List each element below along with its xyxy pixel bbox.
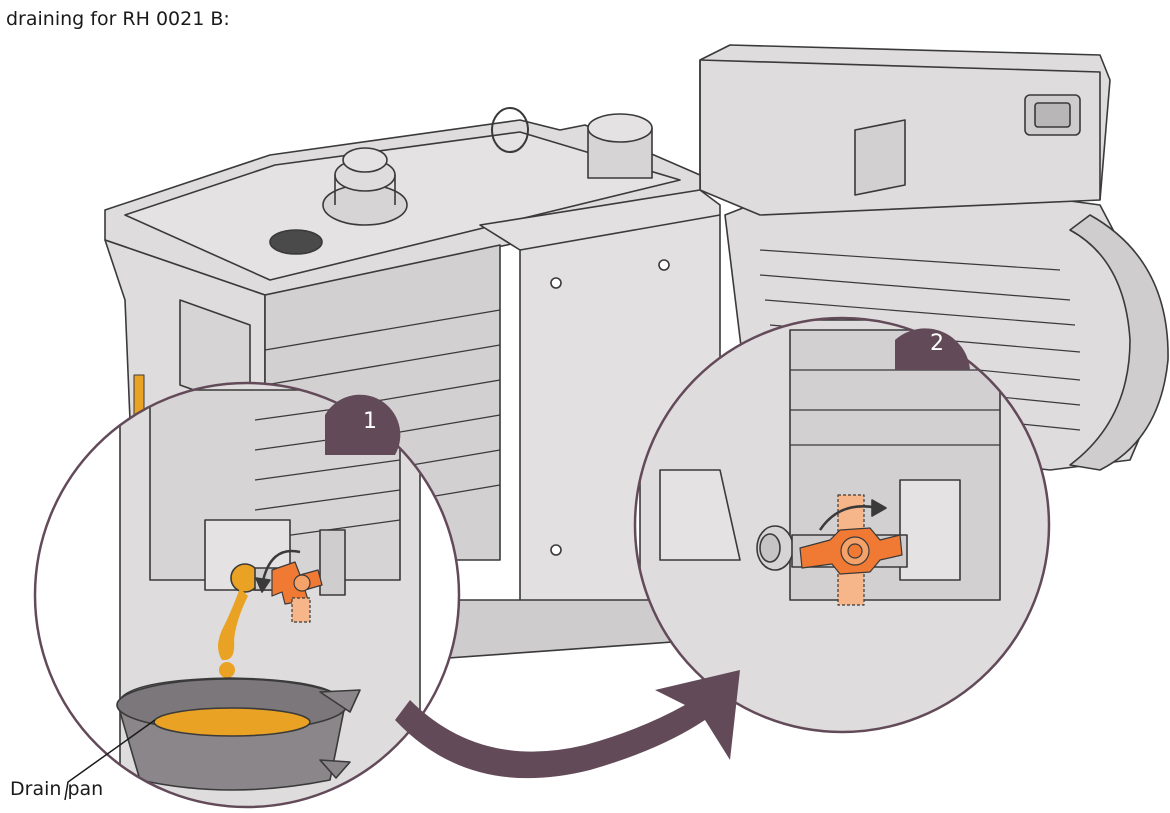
step-2-badge [895,328,970,370]
detail-step-2: 2 [633,316,1051,734]
drain-valve-icon [271,561,323,623]
drain-pan-leader [64,719,156,801]
pump-body [104,107,721,661]
figure-caption: draining for RH 0021 B: [6,8,230,30]
detail-step-1: 1 [33,381,461,809]
rotate-arrow-icon-2 [818,505,879,531]
rotate-arrow-icon [260,549,301,586]
drain-pan-label: Drain pan [10,778,104,800]
step-2-number: 2 [930,331,944,356]
step-1-number: 1 [363,409,377,434]
drain-pan-icon [116,677,361,791]
step-1-badge [325,394,401,455]
curved-arrow-icon [395,670,740,779]
